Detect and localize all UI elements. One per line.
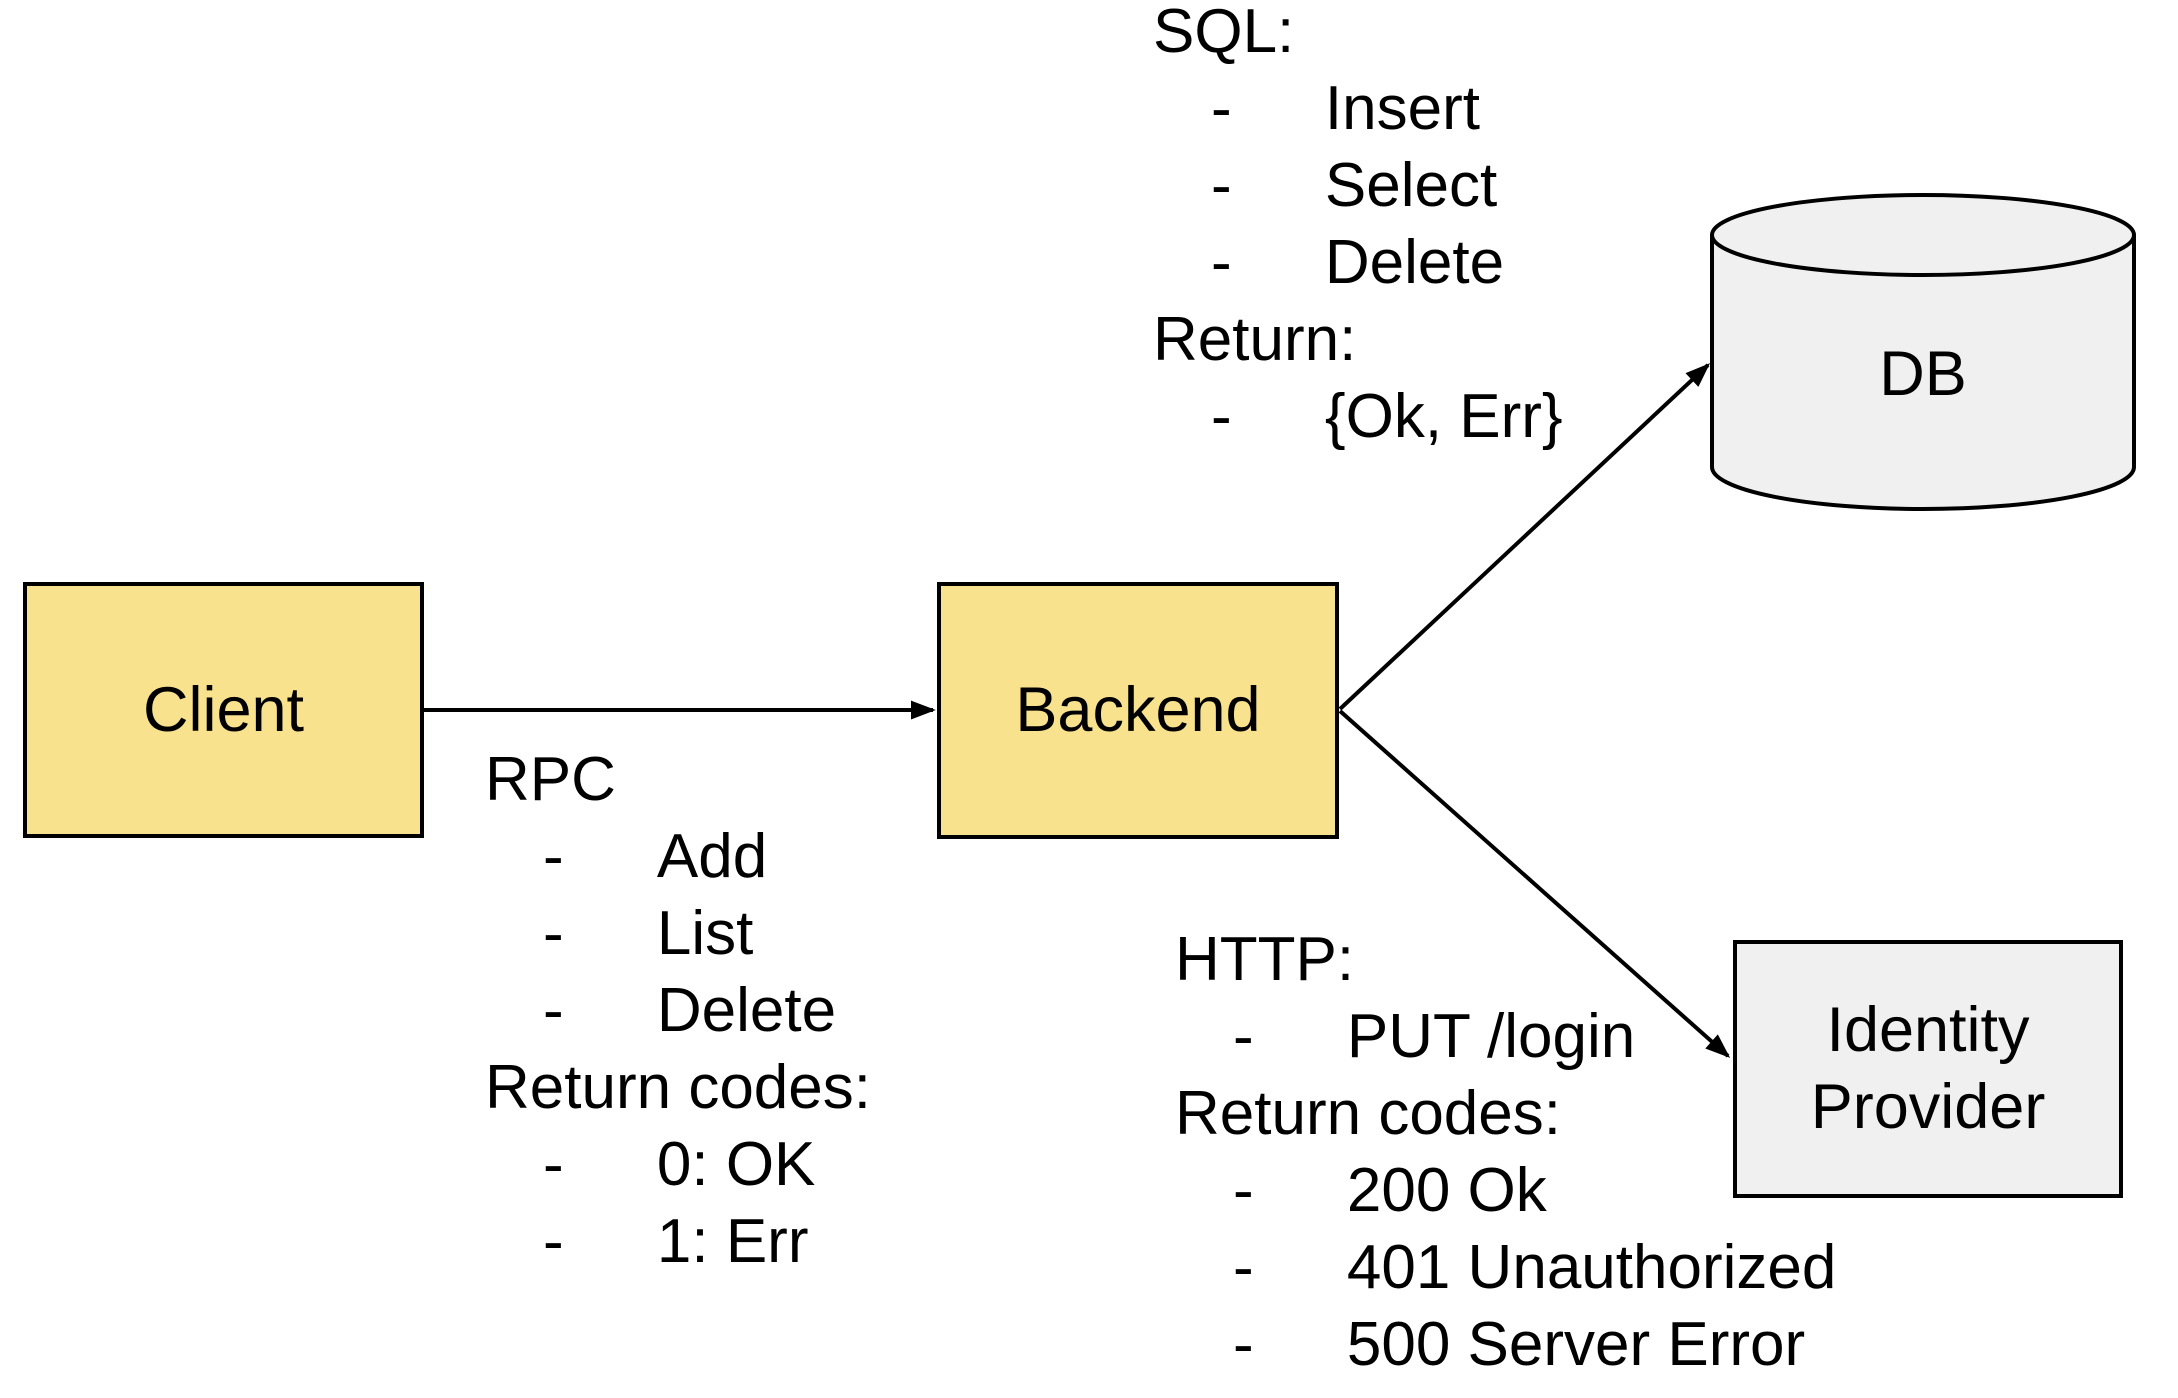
bullet-text: 500 Server Error xyxy=(1346,1310,1806,1379)
bullet-dash: - xyxy=(1211,228,1232,297)
http-return-item: - 500 Server Error xyxy=(1175,1306,1836,1383)
bullet-dash: - xyxy=(1211,151,1232,220)
db-node-label: DB xyxy=(1879,339,1967,409)
http-return-item: - 401 Unauthorized xyxy=(1175,1229,1836,1306)
http-subheading: Return codes: xyxy=(1175,1079,1561,1148)
edge-backend-idp xyxy=(1338,709,1731,1058)
rpc-heading: RPC xyxy=(485,745,616,814)
sql-return-item: - {Ok, Err} xyxy=(1153,378,1563,455)
db-cylinder-shape xyxy=(1710,193,2136,511)
sql-subheading: Return: xyxy=(1153,305,1357,374)
http-return-item: - 200 Ok xyxy=(1175,1152,1836,1229)
sql-annotation: SQL: - Insert - Select - Delete Return: … xyxy=(1153,0,1563,455)
db-cylinder-body xyxy=(1710,235,2136,511)
bullet-dash: - xyxy=(1211,74,1232,143)
identity-provider-node: Identity Provider xyxy=(1733,940,2123,1198)
bullet-dash: - xyxy=(543,1130,564,1199)
bullet-text: Delete xyxy=(1324,228,1505,297)
db-cylinder-top xyxy=(1710,193,2136,277)
bullet-dash: - xyxy=(543,822,564,891)
identity-provider-label-line1: Identity xyxy=(1826,995,2030,1065)
sql-item: - Select xyxy=(1153,147,1563,224)
bullet-text: Insert xyxy=(1324,74,1480,143)
rpc-subheading: Return codes: xyxy=(485,1053,871,1122)
bullet-text: PUT /login xyxy=(1346,1002,1636,1071)
backend-node: Backend xyxy=(937,582,1339,839)
bullet-text: 1: Err xyxy=(656,1207,809,1276)
client-node-label: Client xyxy=(142,674,305,745)
sql-item: - Insert xyxy=(1153,70,1563,147)
rpc-annotation: RPC - Add - List - Delete Return codes: … xyxy=(485,741,871,1280)
bullet-text: 0: OK xyxy=(656,1130,816,1199)
bullet-dash: - xyxy=(543,1207,564,1276)
bullet-text: {Ok, Err} xyxy=(1324,382,1563,451)
http-heading: HTTP: xyxy=(1175,925,1355,994)
bullet-dash: - xyxy=(543,976,564,1045)
bullet-dash: - xyxy=(1233,1310,1254,1379)
client-node: Client xyxy=(23,582,424,838)
http-annotation: HTTP: - PUT /login Return codes: - 200 O… xyxy=(1175,921,1836,1383)
rpc-return-item: - 0: OK xyxy=(485,1126,871,1203)
rpc-item: - Add xyxy=(485,818,871,895)
edge-backend-db xyxy=(1338,363,1711,711)
rpc-item: - Delete xyxy=(485,972,871,1049)
rpc-item: - List xyxy=(485,895,871,972)
bullet-text: 200 Ok xyxy=(1346,1156,1547,1225)
identity-provider-label-line2: Provider xyxy=(1810,1072,2046,1142)
http-item: - PUT /login xyxy=(1175,998,1836,1075)
backend-node-label: Backend xyxy=(1015,675,1261,745)
rpc-return-item: - 1: Err xyxy=(485,1203,871,1280)
bullet-text: List xyxy=(656,899,754,968)
bullet-dash: - xyxy=(1233,1156,1254,1225)
bullet-text: 401 Unauthorized xyxy=(1346,1233,1837,1302)
bullet-text: Select xyxy=(1324,151,1498,220)
sql-item: - Delete xyxy=(1153,224,1563,301)
bullet-text: Add xyxy=(656,822,768,891)
bullet-dash: - xyxy=(543,899,564,968)
bullet-dash: - xyxy=(1211,382,1232,451)
bullet-dash: - xyxy=(1233,1002,1254,1071)
sql-heading: SQL: xyxy=(1153,0,1295,66)
bullet-dash: - xyxy=(1233,1233,1254,1302)
bullet-text: Delete xyxy=(656,976,837,1045)
